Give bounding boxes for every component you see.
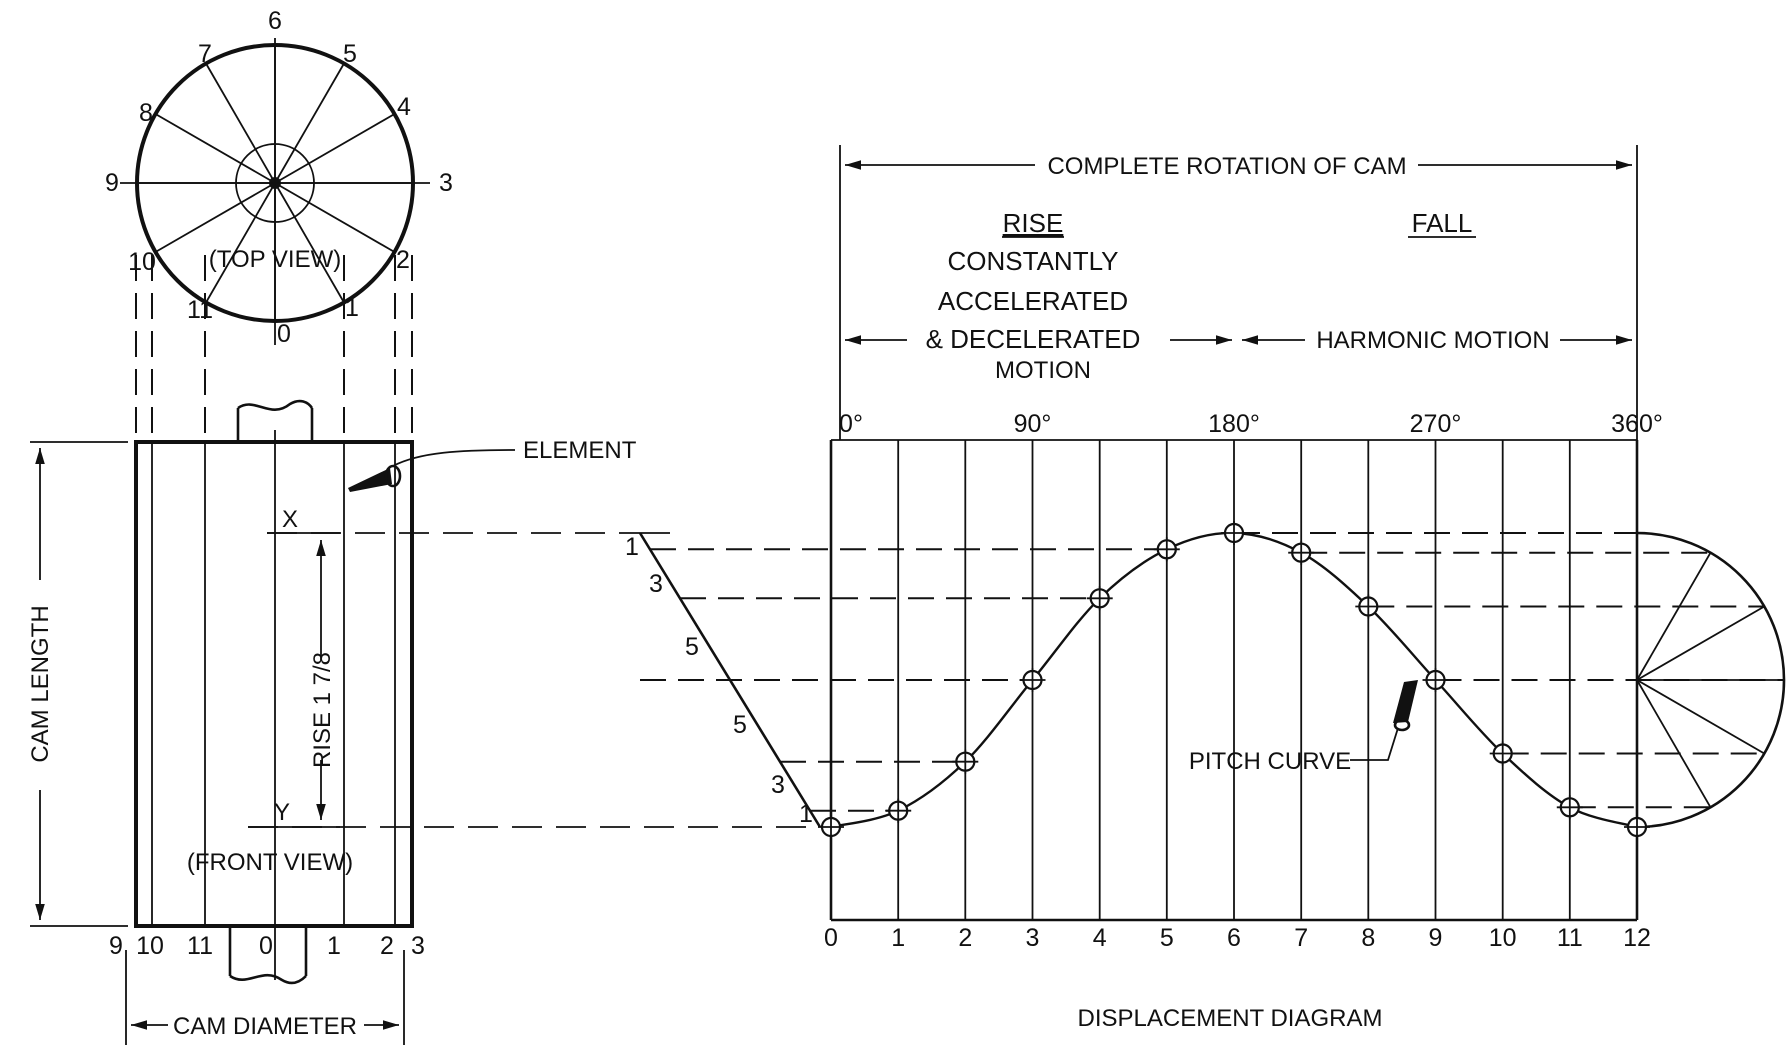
- spoke-1: [274, 182, 345, 303]
- element-leader: [392, 449, 516, 467]
- rise-heading: RISE: [1003, 208, 1064, 238]
- displacement-diagram-title: DISPLACEMENT DIAGRAM: [1078, 1005, 1383, 1032]
- rise-desc-line1: CONSTANTLY: [948, 246, 1119, 276]
- division-label-3: 3: [1026, 924, 1040, 952]
- shaft-stub-top: [236, 408, 314, 442]
- cam-length-label: CAM LENGTH: [27, 605, 54, 762]
- degree-label-2: 180°: [1208, 410, 1260, 438]
- front-view-label: (FRONT VIEW): [187, 849, 353, 876]
- displacement-diagram: COMPLETE ROTATION OF CAM RISE FALL CONST…: [625, 145, 1786, 1032]
- front-view-label-3: 0: [259, 932, 273, 960]
- horizontal-projection-lines: [640, 532, 1784, 812]
- rise-desc-line4: MOTION: [995, 357, 1091, 384]
- harmonic-ray-2: [1636, 605, 1765, 681]
- division-label-9: 9: [1429, 924, 1443, 952]
- division-label-1: 1: [891, 924, 905, 952]
- harmonic-ray-5: [1636, 679, 1712, 808]
- fall-heading: FALL: [1412, 208, 1473, 238]
- element-roller: [348, 468, 392, 492]
- top-view-label-1: 1: [345, 294, 359, 322]
- spoke-8: [155, 113, 276, 184]
- top-view-label-7: 7: [198, 40, 212, 68]
- rise-desc-line3: & DECELERATED: [926, 324, 1141, 354]
- front-view-label-0: 9: [109, 932, 123, 960]
- rise-dimension-label: RISE 1 7/8: [309, 652, 336, 768]
- spoke-11: [205, 182, 276, 303]
- top-view-label: (TOP VIEW): [209, 246, 341, 273]
- element-label: ELEMENT: [523, 437, 637, 464]
- degree-labels: 0° 90° 180° 270° 360°: [839, 410, 1663, 438]
- rise-desc-line2: ACCELERATED: [938, 286, 1128, 316]
- division-label-8: 8: [1361, 924, 1375, 952]
- x-mark: X: [282, 506, 298, 533]
- spoke-7: [205, 63, 276, 184]
- top-view-label-2: 2: [396, 246, 410, 274]
- top-view-label-9: 9: [105, 169, 119, 197]
- projection-lines: [135, 255, 413, 440]
- top-view-label-4: 4: [397, 93, 411, 121]
- front-view-label-1: 10: [136, 932, 164, 960]
- division-label-4: 4: [1093, 924, 1107, 952]
- division-label-5: 5: [1160, 924, 1174, 952]
- front-view-element-lines: [151, 442, 396, 926]
- spoke-4: [274, 113, 395, 184]
- top-view-label-11: 11: [187, 296, 213, 324]
- degree-label-3: 270°: [1410, 410, 1462, 438]
- cam-body: [134, 440, 414, 928]
- pitch-curve-leader: [1350, 727, 1399, 761]
- displacement-grid: [829, 439, 1639, 922]
- harmonic-ray-4: [1636, 679, 1765, 755]
- pitch-curve: [818, 521, 1650, 839]
- rise-dim-text: RISE 1 7/8: [309, 652, 336, 768]
- y-mark: Y: [274, 799, 290, 826]
- cam-diameter-label: CAM DIAMETER: [173, 1013, 357, 1040]
- division-label-6: 6: [1227, 924, 1241, 952]
- division-label-0: 0: [824, 924, 838, 952]
- front-view-label-5: 2: [380, 932, 394, 960]
- shaft-break-bottom: [229, 973, 307, 985]
- complete-rotation-label: COMPLETE ROTATION OF CAM: [1047, 153, 1406, 180]
- top-view-label-8: 8: [139, 99, 153, 127]
- front-view-label-2: 11: [187, 932, 213, 960]
- top-view-label-5: 5: [343, 40, 357, 68]
- front-view-label-4: 1: [327, 932, 341, 960]
- front-view: ELEMENT X Y RISE 1 7/8 (FRONT VIEW) CAM …: [27, 399, 820, 1045]
- division-label-10: 10: [1489, 924, 1517, 952]
- harmonic-motion-label: HARMONIC MOTION: [1316, 327, 1549, 354]
- top-view-label-6: 6: [268, 7, 282, 35]
- degree-label-1: 90°: [1014, 410, 1052, 438]
- top-view-label-3: 3: [439, 169, 453, 197]
- spoke-2: [274, 182, 395, 253]
- pitch-curve-pointer: [1393, 680, 1418, 723]
- rise-scale-label-3: 5: [733, 711, 747, 739]
- harmonic-ray-1: [1636, 552, 1712, 681]
- pitch-curve-label: PITCH CURVE: [1189, 748, 1351, 775]
- top-view-label-0: 0: [277, 320, 291, 348]
- shaft-stub-bottom: [228, 926, 308, 976]
- front-view-label-6: 3: [411, 932, 425, 960]
- cam-length-label-group: CAM LENGTH: [27, 605, 54, 762]
- division-label-11: 11: [1557, 924, 1583, 952]
- rise-scale-label-5: 1: [799, 800, 813, 828]
- spoke-5: [274, 63, 345, 184]
- division-label-12: 12: [1623, 924, 1651, 952]
- spoke-10: [155, 182, 276, 253]
- shaft-break-top: [237, 399, 314, 411]
- rise-scale-label-2: 5: [685, 633, 699, 661]
- pitch-curve-pointer-end: [1393, 718, 1411, 732]
- rise-scale-label-1: 3: [649, 570, 663, 598]
- division-label-2: 2: [958, 924, 972, 952]
- rise-scale-label-0: 1: [625, 533, 639, 561]
- rise-scale-label-4: 3: [771, 771, 785, 799]
- degree-label-0: 0°: [839, 410, 863, 438]
- degree-label-4: 360°: [1611, 410, 1663, 438]
- division-label-7: 7: [1294, 924, 1308, 952]
